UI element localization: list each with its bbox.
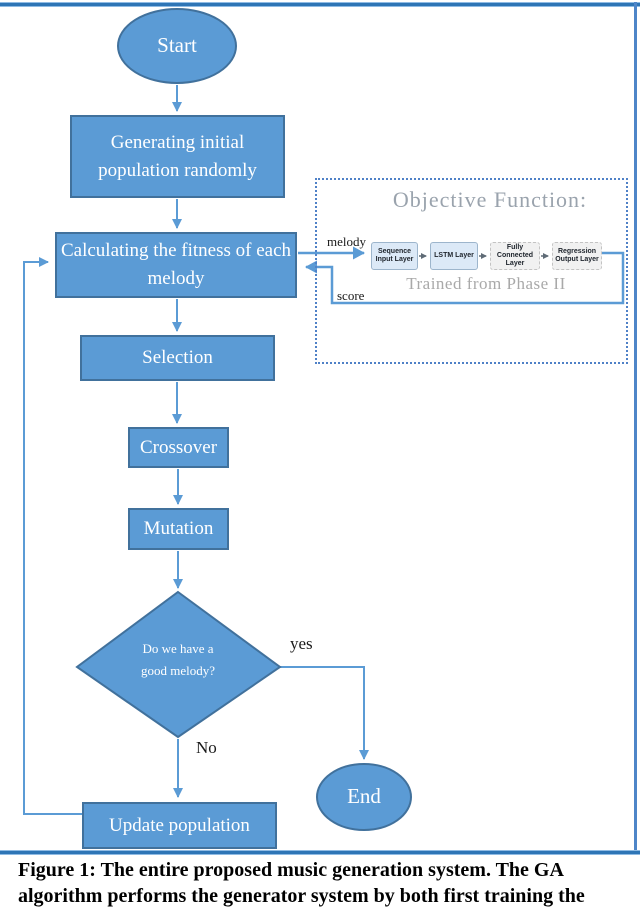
lstm-layer-box: LSTM Layer (430, 242, 478, 270)
update-population-node: Update population (82, 802, 277, 849)
fully-connected-layer-box: Fully Connected Layer (490, 242, 540, 270)
figure-bottom-rule (0, 850, 640, 855)
sequence-input-layer-box: Sequence Input Layer (371, 242, 418, 270)
mutation-node: Mutation (128, 508, 229, 550)
start-node-label: Start (157, 33, 197, 57)
figure-caption: Figure 1: The entire proposed music gene… (18, 857, 626, 909)
figure-caption-line2: algorithm performs the generator system … (18, 885, 585, 907)
end-ellipse (316, 763, 412, 831)
melody-input-label: melody (327, 234, 366, 249)
generate-population-node: Generating initial population randomly (70, 115, 285, 198)
arrow-score-to-calculate (305, 251, 625, 305)
start-ellipse (117, 8, 237, 84)
selection-node: Selection (80, 335, 275, 381)
end-node-label: End (347, 784, 381, 808)
decision-diamond (75, 590, 282, 739)
no-edge-label: No (196, 738, 217, 757)
figure-caption-line1: Figure 1: The entire proposed music gene… (18, 859, 564, 881)
calculate-fitness-node: Calculating the fitness of each melody (55, 232, 297, 298)
regression-output-layer-box: Regression Output Layer (552, 242, 602, 270)
arrow-decision-yes-to-end (280, 666, 369, 760)
crossover-node: Crossover (128, 427, 229, 468)
figure-top-rule (0, 2, 640, 7)
decision-node-label: Do we have a good melody? (140, 641, 215, 679)
trained-from-phase-note: Trained from Phase II (406, 274, 566, 293)
objective-function-panel (315, 178, 628, 364)
figure-right-rule (634, 2, 637, 853)
score-output-label: score (337, 288, 365, 303)
yes-edge-label: yes (290, 634, 313, 653)
flowchart-canvas (23, 8, 625, 831)
arrow-update-feedback-to-calculate (23, 257, 83, 815)
objective-function-title: Objective Function: (392, 187, 588, 212)
